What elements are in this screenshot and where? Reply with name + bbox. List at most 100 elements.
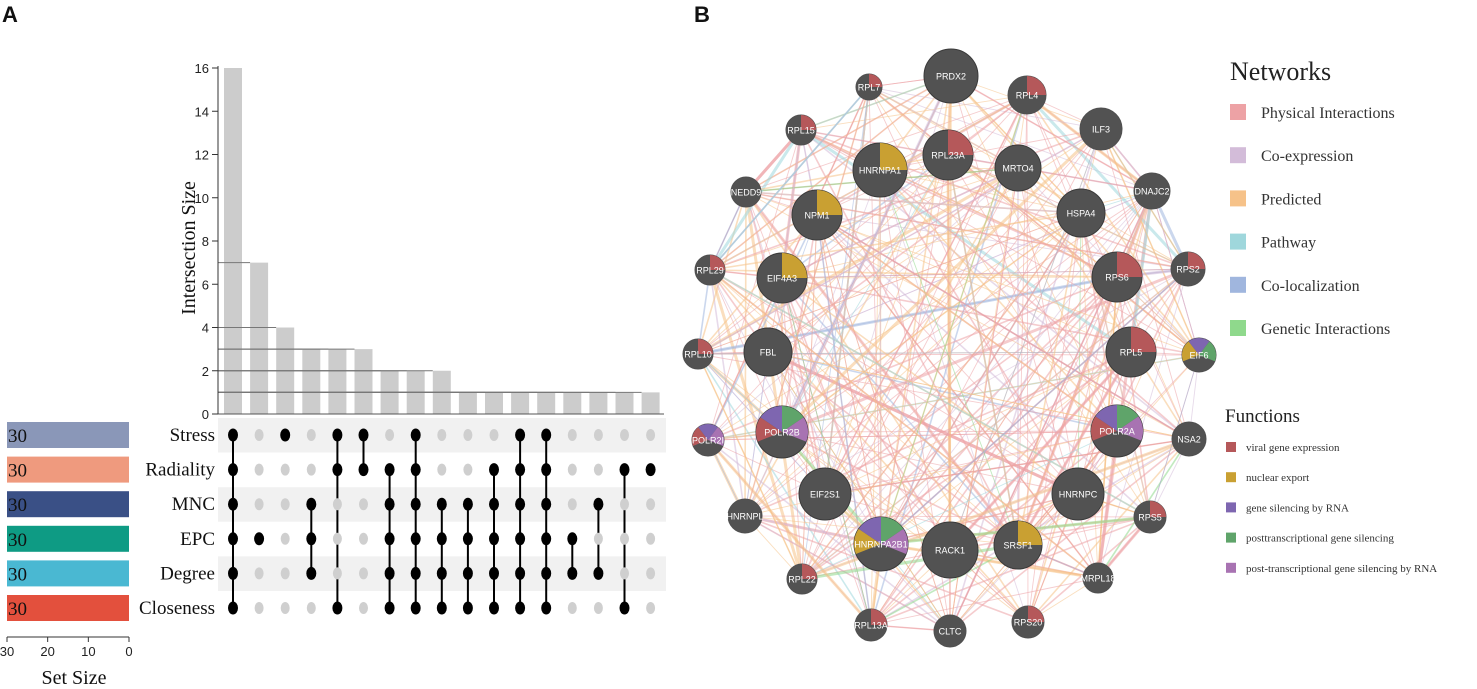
intersection-bar [354, 349, 373, 414]
y-tick-label: 0 [202, 407, 209, 422]
network-legend-label: Physical Interactions [1261, 105, 1395, 122]
network-edge [947, 154, 1118, 278]
network-edge [744, 515, 951, 632]
matrix-dot-filled [567, 532, 578, 546]
node-function-wedge [1091, 416, 1117, 441]
set-size-value: 30 [8, 530, 27, 551]
set-size-label: Set Size [42, 667, 107, 689]
node-function-wedge [1199, 341, 1217, 362]
matrix-dot-empty [489, 429, 499, 441]
function-legend-label: nuclear export [1246, 472, 1309, 484]
network-edge [879, 169, 1079, 495]
function-legend-label: gene silencing by RNA [1246, 502, 1349, 514]
network-edge [781, 277, 1079, 495]
matrix-dot-filled [436, 532, 447, 546]
network-edge [709, 269, 826, 495]
node-rpl22: RPL22 [786, 563, 818, 595]
matrix-dot-filled [410, 566, 421, 580]
function-legend-swatch [1226, 472, 1236, 483]
matrix-dot-empty [359, 602, 368, 614]
node-label: MRPL18 [1080, 574, 1115, 584]
function-legend-swatch [1226, 562, 1236, 573]
network-edge [767, 350, 1079, 496]
node-label: NSA2 [1177, 435, 1201, 445]
matrix-dot-filled [358, 428, 369, 442]
network-legend-swatch [1230, 276, 1246, 293]
node-nedd9: NEDD9 [730, 176, 762, 208]
network-edge [870, 276, 1118, 626]
matrix-dot-empty [254, 498, 264, 511]
matrix-dot-empty [385, 429, 395, 441]
node-label: HNRNPA2B1 [854, 540, 907, 550]
matrix-dot-filled [384, 497, 395, 511]
node-rpl23a: RPL23A [922, 129, 974, 181]
network-edge [1017, 167, 1079, 495]
matrix-dot-filled [489, 566, 499, 580]
panel-b-label: B [694, 2, 710, 27]
node-label: MRTO4 [1002, 164, 1033, 174]
network-legend: Networks Physical InteractionsCo-express… [1225, 57, 1437, 575]
node-label: RPS6 [1105, 273, 1129, 283]
network-edge [1016, 351, 1133, 546]
network-edge [744, 191, 804, 580]
network-edge [879, 169, 1118, 278]
node-label: POLR2I [692, 436, 724, 446]
matrix-dot-filled [384, 601, 395, 615]
networks-legend-title: Networks [1230, 57, 1331, 86]
set-axis-tick-label: 30 [0, 644, 14, 659]
matrix-dot-filled [462, 601, 473, 615]
node-label: HNRNPC [1059, 490, 1098, 500]
node-label: EIF4A3 [767, 274, 797, 284]
node-label: RPL5 [1120, 348, 1143, 358]
function-legend-label: viral gene expression [1246, 442, 1340, 454]
y-tick-label: 10 [195, 191, 209, 206]
set-label: MNC [172, 494, 215, 515]
intersection-bar [458, 392, 477, 414]
node-label: RPL4 [1016, 91, 1039, 101]
network-edge [868, 86, 1019, 169]
matrix-dot-filled [541, 601, 552, 615]
matrix-dot-filled [306, 566, 317, 580]
matrix-dot-filled [306, 497, 317, 511]
matrix-dot-empty [646, 532, 656, 545]
node-label: NPM1 [804, 211, 829, 221]
intersection-bar [485, 392, 503, 414]
network-edge [870, 577, 1099, 626]
node-srsf1: SRSF1 [993, 520, 1043, 570]
network-edge [824, 94, 1028, 495]
node-rpl5: RPL5 [1105, 326, 1157, 378]
network-edge [706, 439, 873, 626]
network-edge [949, 516, 1151, 551]
network-edge [824, 493, 1019, 546]
node-eif6: EIF6 [1181, 337, 1217, 373]
network-edge [780, 127, 1103, 434]
node-polr2i: POLR2I [691, 423, 725, 457]
node-function-wedge [880, 143, 907, 170]
node-hnrnpa1: HNRNPA1 [852, 142, 908, 198]
y-tick-label: 2 [202, 364, 209, 379]
node-circle [1171, 421, 1207, 457]
function-legend-label: post-transcriptional gene silencing by R… [1246, 563, 1437, 575]
matrix-dot-filled [436, 497, 447, 511]
network-legend-swatch [1230, 233, 1246, 250]
intersection-bar [615, 392, 634, 414]
membership-matrix [228, 428, 656, 615]
matrix-dot-filled [593, 497, 604, 511]
intersection-bar [589, 392, 608, 414]
node-function-wedge [1095, 405, 1117, 431]
node-hnrnpa2b1: HNRNPA2B1 [853, 516, 909, 572]
node-label: RPL22 [788, 575, 816, 585]
node-label: EIF2S1 [810, 490, 840, 500]
node-function-wedge [756, 417, 782, 442]
network-edge [1017, 190, 1153, 546]
node-rpl7: RPL7 [855, 73, 883, 101]
y-tick-label: 16 [195, 61, 209, 76]
node-label: EIF6 [1189, 351, 1208, 361]
node-label: HNRNPL [726, 512, 763, 522]
matrix-dot-filled [515, 601, 526, 615]
node-label: DNAJC2 [1134, 187, 1169, 197]
network-edge [950, 75, 1153, 192]
network-edge [1027, 438, 1190, 623]
node-function-wedge [782, 417, 808, 442]
